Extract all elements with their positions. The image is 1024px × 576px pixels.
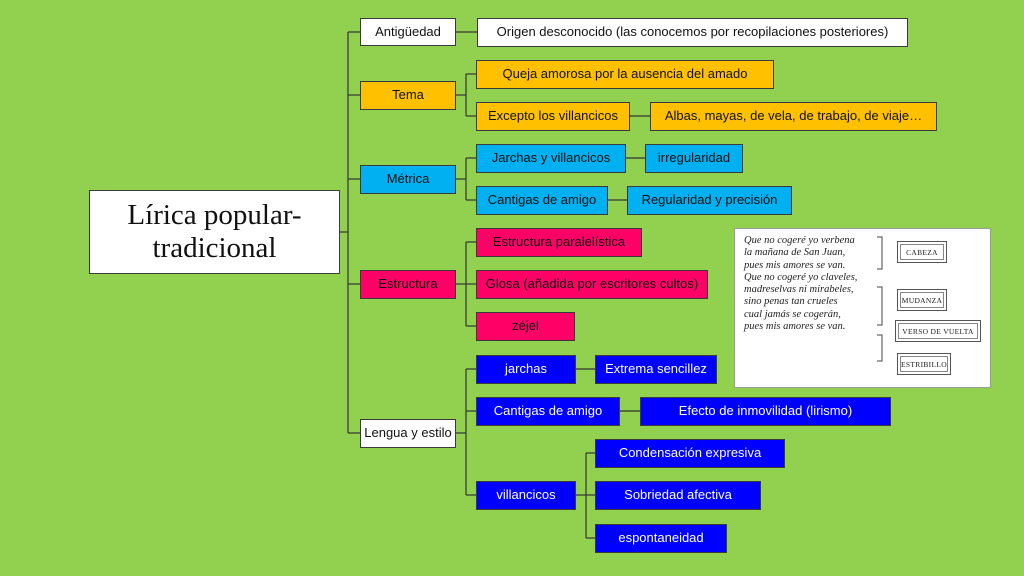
- node-excepto-villancicos-label: Excepto los villancicos: [487, 108, 619, 124]
- node-paralelistica: Estructura paralelística: [476, 228, 642, 257]
- node-regularidad-label: Regularidad y precisión: [641, 192, 778, 208]
- node-glosa: Glosa (añadida por escritores cultos): [476, 270, 708, 299]
- node-villancicos: villancicos: [476, 481, 576, 510]
- poem-line: pues mis amores se van.: [744, 321, 846, 333]
- poem-tag-mudanza: MUDANZA: [897, 289, 947, 311]
- node-albas-label: Albas, mayas, de vela, de trabajo, de vi…: [664, 108, 923, 124]
- node-inmovilidad-label: Efecto de inmovilidad (lirismo): [678, 403, 853, 419]
- category-tema-label: Tema: [392, 87, 424, 103]
- node-zejel: zéjel: [476, 312, 575, 341]
- node-espontaneidad-label: espontaneidad: [618, 530, 704, 546]
- category-estructura-label: Estructura: [378, 276, 438, 292]
- node-condensacion: Condensación expresiva: [595, 439, 785, 468]
- node-queja-label: Queja amorosa por la ausencia del amado: [502, 66, 748, 82]
- poem-tag-cabeza-label: CABEZA: [906, 247, 938, 257]
- node-queja: Queja amorosa por la ausencia del amado: [476, 60, 774, 89]
- category-estructura: Estructura: [360, 270, 456, 299]
- node-regularidad: Regularidad y precisión: [627, 186, 792, 215]
- poem-tag-cabeza: CABEZA: [897, 241, 947, 263]
- node-jarchas-label: jarchas: [505, 361, 547, 377]
- poem-line: Que no cogeré yo verbena: [744, 235, 855, 246]
- node-cantigas-metrica-label: Cantigas de amigo: [487, 192, 597, 208]
- node-origen: Origen desconocido (las conocemos por re…: [477, 18, 908, 47]
- node-excepto-villancicos: Excepto los villancicos: [476, 102, 630, 131]
- node-cantigas-lengua: Cantigas de amigo: [476, 397, 620, 426]
- poem-tag-mudanza-label: MUDANZA: [901, 295, 943, 305]
- category-metrica-label: Métrica: [386, 171, 430, 187]
- node-cantigas-metrica: Cantigas de amigo: [476, 186, 608, 215]
- root-node: Lírica popular-tradicional: [89, 190, 340, 274]
- poem-line: madreselvas ni mirabeles,: [744, 284, 854, 296]
- node-espontaneidad: espontaneidad: [595, 524, 727, 553]
- category-antiguedad-label: Antigüedad: [375, 23, 441, 39]
- poem-tag-estribillo-label: ESTRIBILLO: [901, 359, 947, 369]
- poem-example-panel: Que no cogeré yo verbena la mañana de Sa…: [734, 228, 991, 388]
- poem-tag-estribillo: ESTRIBILLO: [897, 353, 951, 375]
- category-antiguedad: Antigüedad: [360, 18, 456, 46]
- category-lengua-estilo-label: Lengua y estilo: [364, 425, 452, 441]
- node-albas: Albas, mayas, de vela, de trabajo, de vi…: [650, 102, 937, 131]
- poem-text: Que no cogeré yo verbena la mañana de Sa…: [744, 235, 857, 333]
- node-cantigas-lengua-label: Cantigas de amigo: [493, 403, 603, 419]
- category-lengua-estilo: Lengua y estilo: [360, 419, 456, 448]
- node-jarchas-villancicos: Jarchas y villancicos: [476, 144, 626, 173]
- poem-tag-verso-de-vuelta-label: VERSO DE VUELTA: [902, 326, 974, 336]
- node-sencillez-label: Extrema sencillez: [605, 361, 707, 377]
- node-irregularidad: irregularidad: [645, 144, 743, 173]
- node-irregularidad-label: irregularidad: [657, 150, 731, 166]
- node-jarchas-villancicos-label: Jarchas y villancicos: [491, 150, 611, 166]
- node-paralelistica-label: Estructura paralelística: [492, 234, 626, 250]
- category-tema: Tema: [360, 81, 456, 110]
- node-sencillez: Extrema sencillez: [595, 355, 717, 384]
- node-sobriedad-label: Sobriedad afectiva: [624, 487, 732, 503]
- node-condensacion-label: Condensación expresiva: [618, 445, 762, 461]
- poem-tag-verso-de-vuelta: VERSO DE VUELTA: [895, 320, 981, 342]
- node-jarchas: jarchas: [476, 355, 576, 384]
- category-metrica: Métrica: [360, 165, 456, 194]
- node-villancicos-label: villancicos: [496, 487, 556, 503]
- node-origen-label: Origen desconocido (las conocemos por re…: [496, 24, 889, 40]
- node-zejel-label: zéjel: [512, 318, 539, 334]
- poem-line: sino penas tan crueles: [744, 296, 838, 308]
- poem-braces: [877, 236, 883, 362]
- node-inmovilidad: Efecto de inmovilidad (lirismo): [640, 397, 891, 426]
- poem-line: Que no cogeré yo claveles,: [744, 271, 858, 283]
- node-sobriedad: Sobriedad afectiva: [595, 481, 761, 510]
- poem-line: pues mis amores se van.: [744, 259, 846, 271]
- poem-line: cual jamás se cogerán,: [744, 308, 841, 320]
- node-glosa-label: Glosa (añadida por escritores cultos): [485, 276, 699, 292]
- poem-line: la mañana de San Juan,: [744, 247, 846, 259]
- root-label: Lírica popular-tradicional: [127, 198, 302, 264]
